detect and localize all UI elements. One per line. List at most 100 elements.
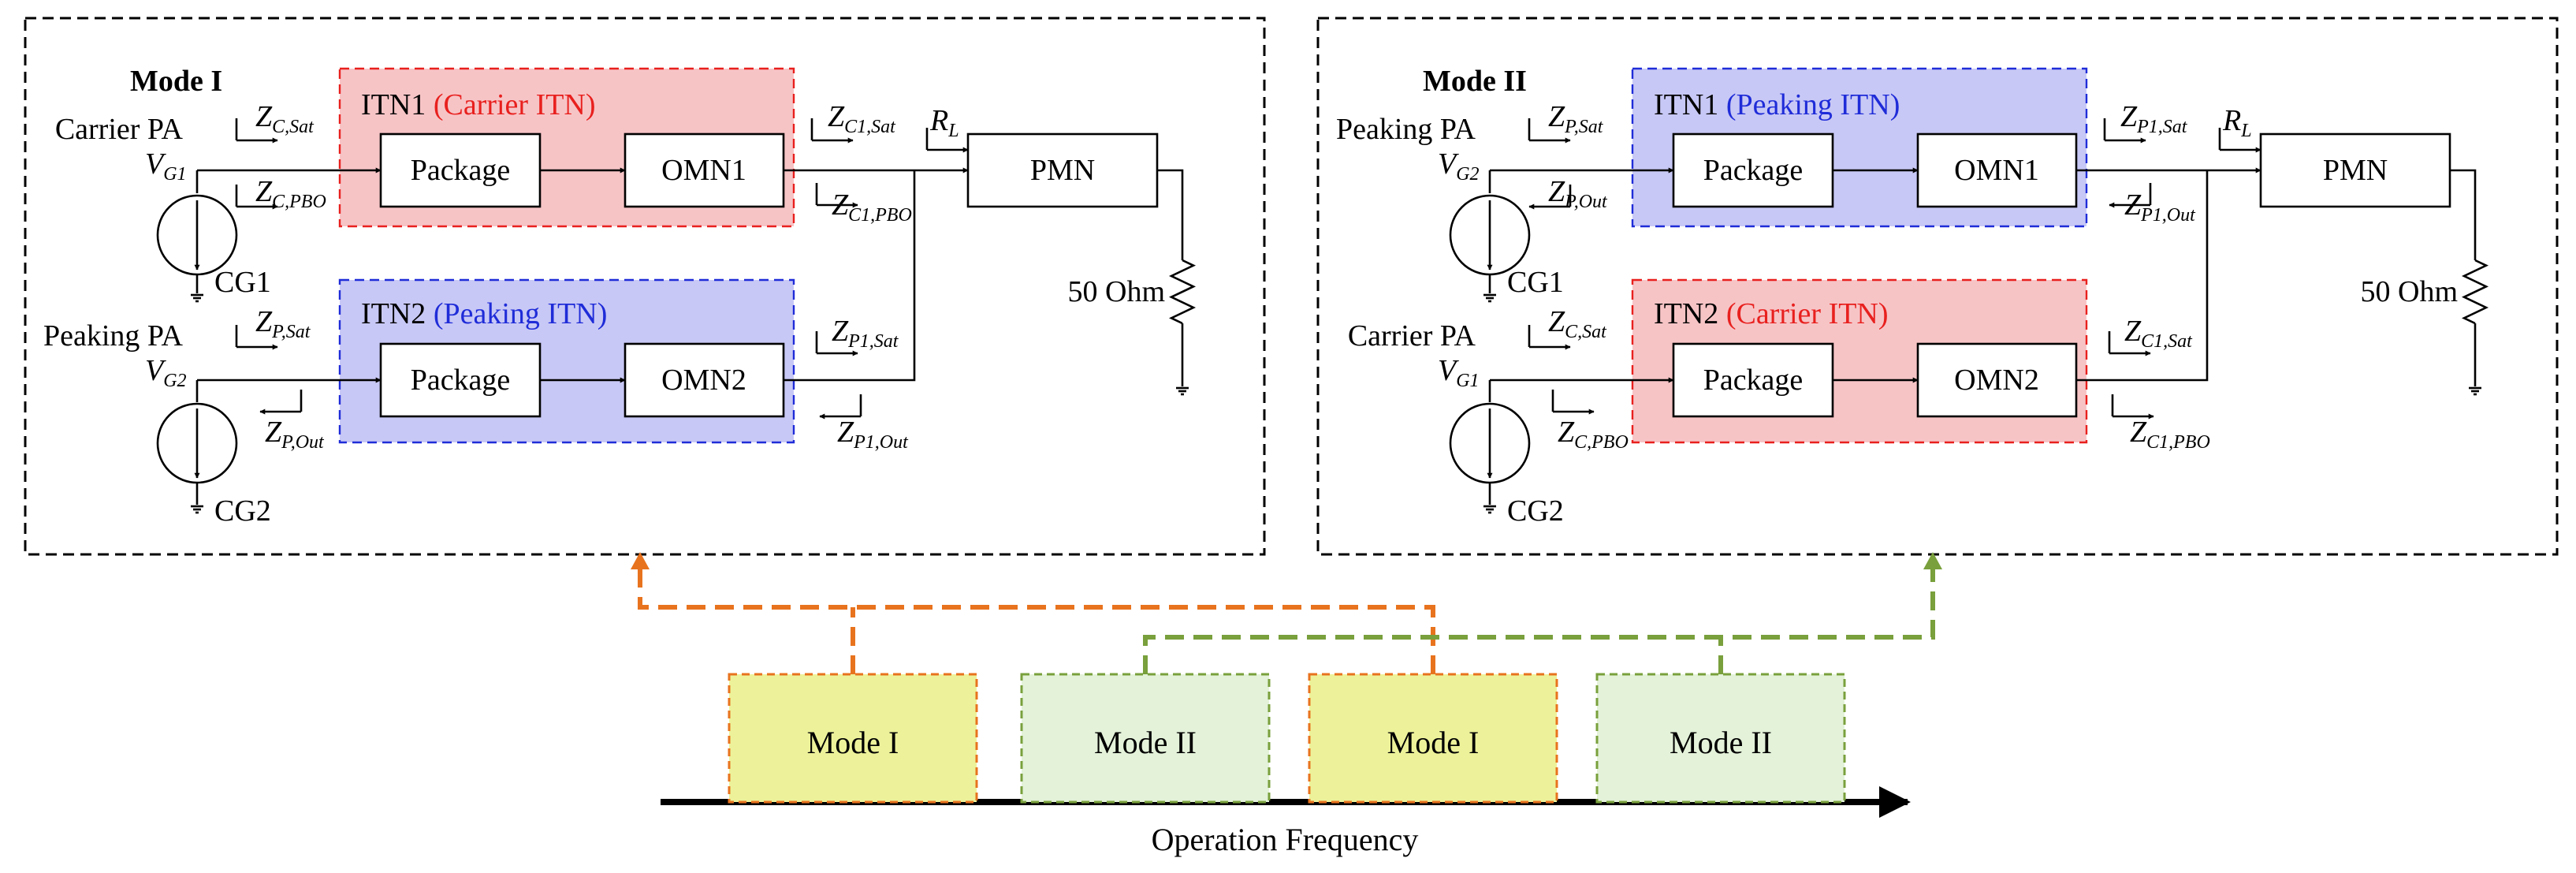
ground-icon-load	[1176, 386, 1189, 396]
current-source-top	[156, 194, 238, 276]
bottom-gate-label: VG1	[1438, 354, 1480, 391]
pmn-output-wire	[2450, 169, 2477, 260]
z-label-rl: RL	[929, 104, 959, 141]
pmn-block	[966, 132, 1159, 208]
z-label-top-in-sat: ZP,Sat	[1548, 100, 1604, 137]
mode-box-4	[1595, 673, 1846, 804]
load-resistor	[1168, 259, 1197, 325]
package-label-top: Package	[1703, 154, 1804, 187]
mode1-connector-b	[638, 568, 1435, 674]
mode-box-1	[728, 673, 978, 804]
package-label-top: Package	[411, 154, 511, 187]
ground-icon-top-source	[191, 293, 203, 303]
z-label-bottom-in-sat: ZC,Sat	[1548, 305, 1607, 342]
z-marker-top-out-sat	[810, 118, 854, 144]
pmn-output-wire	[1157, 169, 1184, 260]
mode-box-label-2: Mode II	[1094, 725, 1197, 760]
pmn-label: PMN	[2323, 154, 2388, 187]
package-block-top	[1672, 132, 1834, 208]
bottom-pa-label: Peaking PA	[43, 319, 184, 353]
omn-label-bottom: OMN2	[1954, 364, 2039, 397]
package-label-bottom: Package	[411, 364, 511, 397]
mode-title: Mode II	[1423, 65, 1527, 98]
top-pa-label: Carrier PA	[55, 113, 184, 146]
bottom-cg-label: CG2	[214, 494, 271, 528]
z-marker-bottom-in-sat	[235, 325, 278, 350]
omn-block-top	[1916, 132, 2078, 208]
z-label-bottom-in-sat: ZP,Sat	[255, 305, 311, 342]
mode-box-3	[1308, 673, 1558, 804]
frequency-axis-label: Operation Frequency	[1152, 822, 1419, 857]
ground-icon-bottom-source	[1483, 505, 1496, 514]
omn-label-top: OMN1	[1954, 154, 2039, 187]
top-cg-label: CG1	[1507, 266, 1564, 299]
z-label-bottom-out-sat: ZC1,Sat	[2124, 315, 2193, 352]
package-block-bottom	[379, 342, 542, 418]
current-source-bottom	[156, 402, 238, 484]
z-marker-top-out-sat	[2103, 118, 2146, 144]
z-marker-bottom-in-sat	[1528, 325, 1571, 350]
mode-title: Mode I	[130, 65, 222, 98]
omn-label-top: OMN1	[661, 154, 746, 187]
current-source-bottom	[1449, 402, 1531, 484]
z-label-top-out-second: ZC1,PBO	[832, 188, 912, 226]
pmn-label: PMN	[1030, 154, 1095, 187]
z-label-top-in-sat: ZC,Sat	[255, 100, 315, 137]
z-marker-top-in-sat	[235, 118, 278, 144]
top-cg-label: CG1	[214, 266, 271, 299]
omn-block-bottom	[1916, 342, 2078, 418]
z-label-top-in-second: ZP,Out	[1548, 175, 1608, 212]
z-marker-rl	[2218, 128, 2261, 153]
itn-bottom-name: ITN2 (Carrier ITN)	[1654, 297, 1889, 330]
package-label-bottom: Package	[1703, 364, 1804, 397]
panel-frame	[1316, 17, 2559, 556]
load-label: 50 Ohm	[1068, 275, 1166, 308]
z-marker-bottom-out-sat	[2108, 331, 2151, 356]
top-gate-label: VG2	[1438, 147, 1480, 185]
bottom-pa-label: Carrier PA	[1348, 319, 1476, 353]
mode-panel-2: ITN1 (Peaking ITN) ITN2 (Carrier ITN) Pack…	[1316, 17, 2559, 556]
current-source-top	[1449, 194, 1531, 276]
itn-top-name: ITN1 (Peaking ITN)	[1654, 88, 1900, 121]
mode2-connector-a	[1143, 568, 1935, 674]
z-label-bottom-in-second: ZC,PBO	[1558, 416, 1629, 453]
mode-box-label-3: Mode I	[1387, 725, 1480, 760]
z-marker-top-in-second	[235, 185, 278, 210]
omn-label-bottom: OMN2	[661, 364, 746, 397]
z-label-rl: RL	[2222, 104, 2252, 141]
z-label-bottom-out-second: ZP1,Out	[837, 416, 909, 453]
z-marker-bottom-out-sat	[815, 331, 858, 356]
itn-bottom-name: ITN2 (Peaking ITN)	[361, 297, 607, 330]
z-label-top-out-second: ZP1,Out	[2124, 188, 2196, 226]
top-pa-label: Peaking PA	[1336, 113, 1476, 146]
z-label-bottom-in-second: ZP,Out	[265, 416, 325, 453]
pmn-block	[2259, 132, 2451, 208]
z-label-bottom-out-sat: ZP1,Sat	[832, 315, 899, 352]
mode1-arrowhead	[631, 552, 650, 569]
z-marker-top-out-second	[2109, 183, 2152, 208]
z-marker-top-in-sat	[1528, 118, 1571, 144]
ground-icon-top-source	[1483, 293, 1496, 303]
z-marker-bottom-out-second	[819, 394, 862, 420]
z-marker-rl	[925, 128, 969, 153]
z-marker-top-out-second	[815, 183, 858, 208]
ground-icon-bottom-source	[191, 505, 203, 514]
package-block-top	[379, 132, 542, 208]
z-marker-bottom-out-second	[2111, 394, 2154, 420]
z-label-top-in-second: ZC,PBO	[255, 175, 326, 212]
z-marker-top-in-second	[1528, 185, 1572, 210]
package-block-bottom	[1672, 342, 1834, 418]
top-gate-label: VG1	[145, 147, 187, 185]
mode-box-label-1: Mode I	[807, 725, 899, 760]
ground-icon-load	[2469, 386, 2481, 396]
itn-top-name: ITN1 (Carrier ITN)	[361, 88, 596, 121]
mode-panel-1: ITN1 (Carrier ITN) ITN2 (Peaking ITN) Pack…	[24, 17, 1266, 556]
mode-box-2	[1020, 673, 1271, 804]
mode-box-label-4: Mode II	[1670, 725, 1772, 760]
output-wire-bottom	[784, 170, 916, 382]
z-marker-bottom-in-second	[1551, 390, 1595, 415]
z-label-bottom-out-second: ZC1,PBO	[2130, 416, 2210, 453]
z-marker-bottom-in-second	[259, 390, 303, 415]
output-wire-bottom	[2076, 170, 2209, 382]
